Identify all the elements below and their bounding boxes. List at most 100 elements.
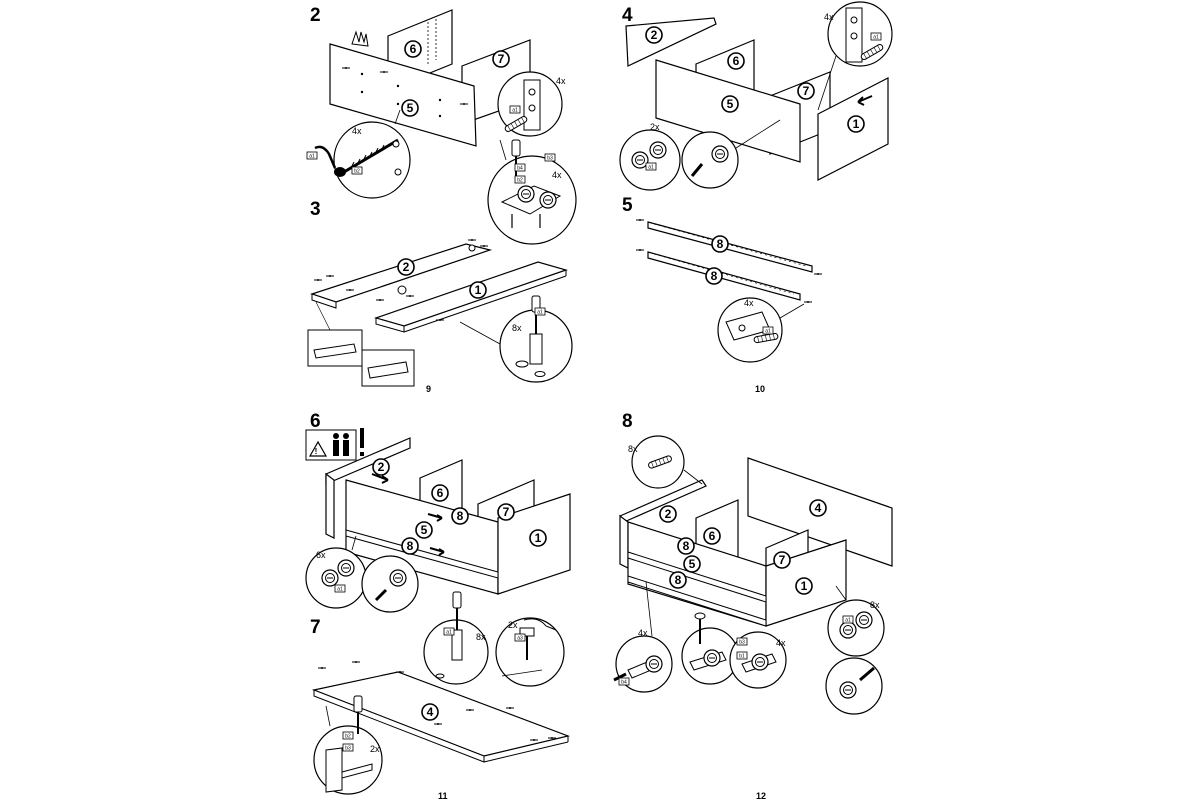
fitting-tag: b2 <box>514 175 526 184</box>
step-6-number: 6 <box>310 411 321 432</box>
quantity-label: 4x <box>556 76 566 86</box>
part-number-badge: 6 <box>404 40 422 58</box>
quantity-label: 4x <box>776 638 786 648</box>
quantity-label: 4x <box>744 298 754 308</box>
fitting-tag: a1 <box>870 32 882 41</box>
fitting-tag-label: b2 <box>354 169 360 175</box>
rail-8-lower <box>647 251 801 301</box>
step-3-number: 3 <box>310 199 321 220</box>
part-number-label: 6 <box>437 486 444 500</box>
part-number-badge: 2 <box>659 505 677 523</box>
fitting-tag: a1 <box>534 307 546 316</box>
detail-cam-circle-4 <box>619 129 681 191</box>
fitting-tag-label: b2 <box>345 734 351 740</box>
page-number-9: 9 <box>426 384 432 394</box>
fitting-tag: b1 <box>736 651 748 660</box>
fitting-tag-label: a1 <box>337 587 343 593</box>
fitting-tag: a1 <box>334 584 346 593</box>
step-2-illustration <box>314 9 577 245</box>
allen-key-icon <box>314 145 337 169</box>
part-number-label: 5 <box>727 97 734 111</box>
step-2-number: 2 <box>310 5 321 26</box>
part-number-label: 7 <box>503 505 510 519</box>
fitting-tag-label: b3 <box>547 156 553 162</box>
part-number-label: 1 <box>853 117 860 131</box>
fitting-tag-label: b3 <box>345 746 351 752</box>
part-number-label: 8 <box>683 539 690 553</box>
part-number-badge: 6 <box>703 527 721 545</box>
part-number-label: 8 <box>717 237 724 251</box>
part-number-label: 8 <box>711 269 718 283</box>
two-person-lift-icon <box>333 433 349 456</box>
detail-hammer-circle-7 <box>495 617 565 687</box>
part-number-label: 6 <box>410 42 417 56</box>
step-6-illustration: ! <box>305 428 571 613</box>
fitting-tag-label: b2 <box>517 178 523 184</box>
hand-icon <box>351 30 369 47</box>
page-number-10: 10 <box>755 384 766 394</box>
fitting-tag-label: a1 <box>537 310 543 316</box>
detail-screw-circle <box>333 121 411 199</box>
part-number-label: 6 <box>709 529 716 543</box>
part-number-badge: 5 <box>721 95 739 113</box>
part-number-label: 1 <box>535 531 542 545</box>
part-number-label: 5 <box>689 557 696 571</box>
part-number-label: 6 <box>733 54 740 68</box>
step-8-illustration <box>613 435 893 715</box>
part-number-badge: 8 <box>451 507 469 525</box>
fitting-tag: a1 <box>762 326 774 335</box>
fitting-tag-label: a1 <box>765 329 771 335</box>
fitting-tag-label: a1 <box>512 108 518 114</box>
warning-triangle-icon <box>308 440 328 457</box>
part-number-badge: 6 <box>431 484 449 502</box>
part-number-badge: 1 <box>469 281 487 299</box>
part-number-label: 5 <box>421 523 428 537</box>
part-number-badge: 7 <box>497 503 515 521</box>
quantity-label: 2x <box>370 744 380 754</box>
part-number-badge: 8 <box>401 537 419 555</box>
part-number-badge: 7 <box>492 50 510 68</box>
part-number-label: 2 <box>378 460 385 474</box>
part-number-badge: 5 <box>415 521 433 539</box>
rail-8-final-upper <box>627 551 767 603</box>
fitting-tag: a1 <box>842 615 854 624</box>
fitting-tag: b3 <box>544 153 556 162</box>
fitting-tag: b4 <box>618 677 630 686</box>
rail-8-final-lower <box>627 575 767 627</box>
quantity-label: 2x <box>650 122 660 132</box>
step-4-number: 4 <box>622 5 633 26</box>
fitting-tag: b3 <box>342 743 354 752</box>
part-number-badge: 8 <box>677 537 695 555</box>
part-number-label: 8 <box>675 573 682 587</box>
part-number-badge: 5 <box>683 555 701 573</box>
quantity-label: 4x <box>638 628 648 638</box>
part-number-badge: 8 <box>705 267 723 285</box>
svg-text:!: ! <box>315 447 318 456</box>
part-number-label: 2 <box>651 28 658 42</box>
fitting-tag: a1 <box>443 627 455 636</box>
part-number-badge: 8 <box>711 235 729 253</box>
panel-5 <box>329 43 477 147</box>
fitting-tag-label: b4 <box>517 166 523 172</box>
part-number-badge: 7 <box>773 551 791 569</box>
panel-2-left <box>325 472 335 539</box>
fitting-tag-label: a1 <box>309 154 315 160</box>
detail-screw-circle-6 <box>361 555 419 613</box>
part-number-label: 4 <box>427 705 434 719</box>
part-number-label: 7 <box>498 52 505 66</box>
panel-2-top <box>625 17 717 67</box>
part-number-label: 4 <box>815 501 822 515</box>
quantity-label: 8x <box>628 444 638 454</box>
part-number-badge: 5 <box>401 99 419 117</box>
step-7-number: 7 <box>310 617 321 638</box>
part-number-badge: 8 <box>669 571 687 589</box>
part-number-badge: 2 <box>645 26 663 44</box>
fitting-tag-label: a3 <box>517 636 523 642</box>
part-number-badge: 4 <box>421 703 439 721</box>
fitting-tag: b4 <box>514 163 526 172</box>
fitting-tag: a1 <box>509 105 521 114</box>
quantity-label: 2x <box>508 620 518 630</box>
quantity-label: 8x <box>512 323 522 333</box>
fitting-tag-label: a1 <box>648 165 654 171</box>
